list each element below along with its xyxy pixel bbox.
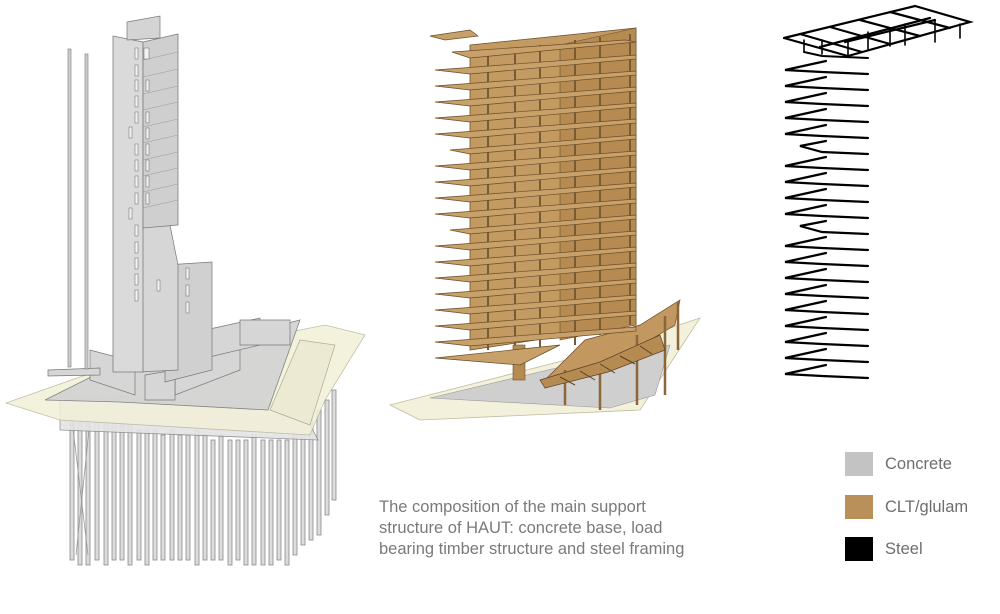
legend-item-concrete: Concrete	[845, 450, 952, 478]
caption-line-3: bearing timber structure and steel frami…	[379, 540, 685, 558]
figure-caption: The composition of the main support stru…	[379, 497, 759, 560]
steel-framing-drawing	[782, 4, 975, 380]
concrete-swatch-icon	[845, 452, 873, 476]
steel-swatch-icon	[845, 537, 873, 561]
caption-line-1: The composition of the main support	[379, 498, 646, 516]
legend-item-clt-glulam: CLT/glulam	[845, 493, 968, 521]
clt-glulam-swatch-icon	[845, 495, 873, 519]
legend-label-clt-glulam: CLT/glulam	[885, 497, 969, 516]
concrete-base-drawing	[4, 15, 366, 566]
legend-label-concrete: Concrete	[885, 454, 952, 473]
legend-item-steel: Steel	[845, 535, 923, 563]
caption-line-2: structure of HAUT: concrete base, load	[379, 519, 663, 537]
timber-structure-drawing	[388, 27, 701, 421]
legend-label-steel: Steel	[885, 539, 923, 558]
